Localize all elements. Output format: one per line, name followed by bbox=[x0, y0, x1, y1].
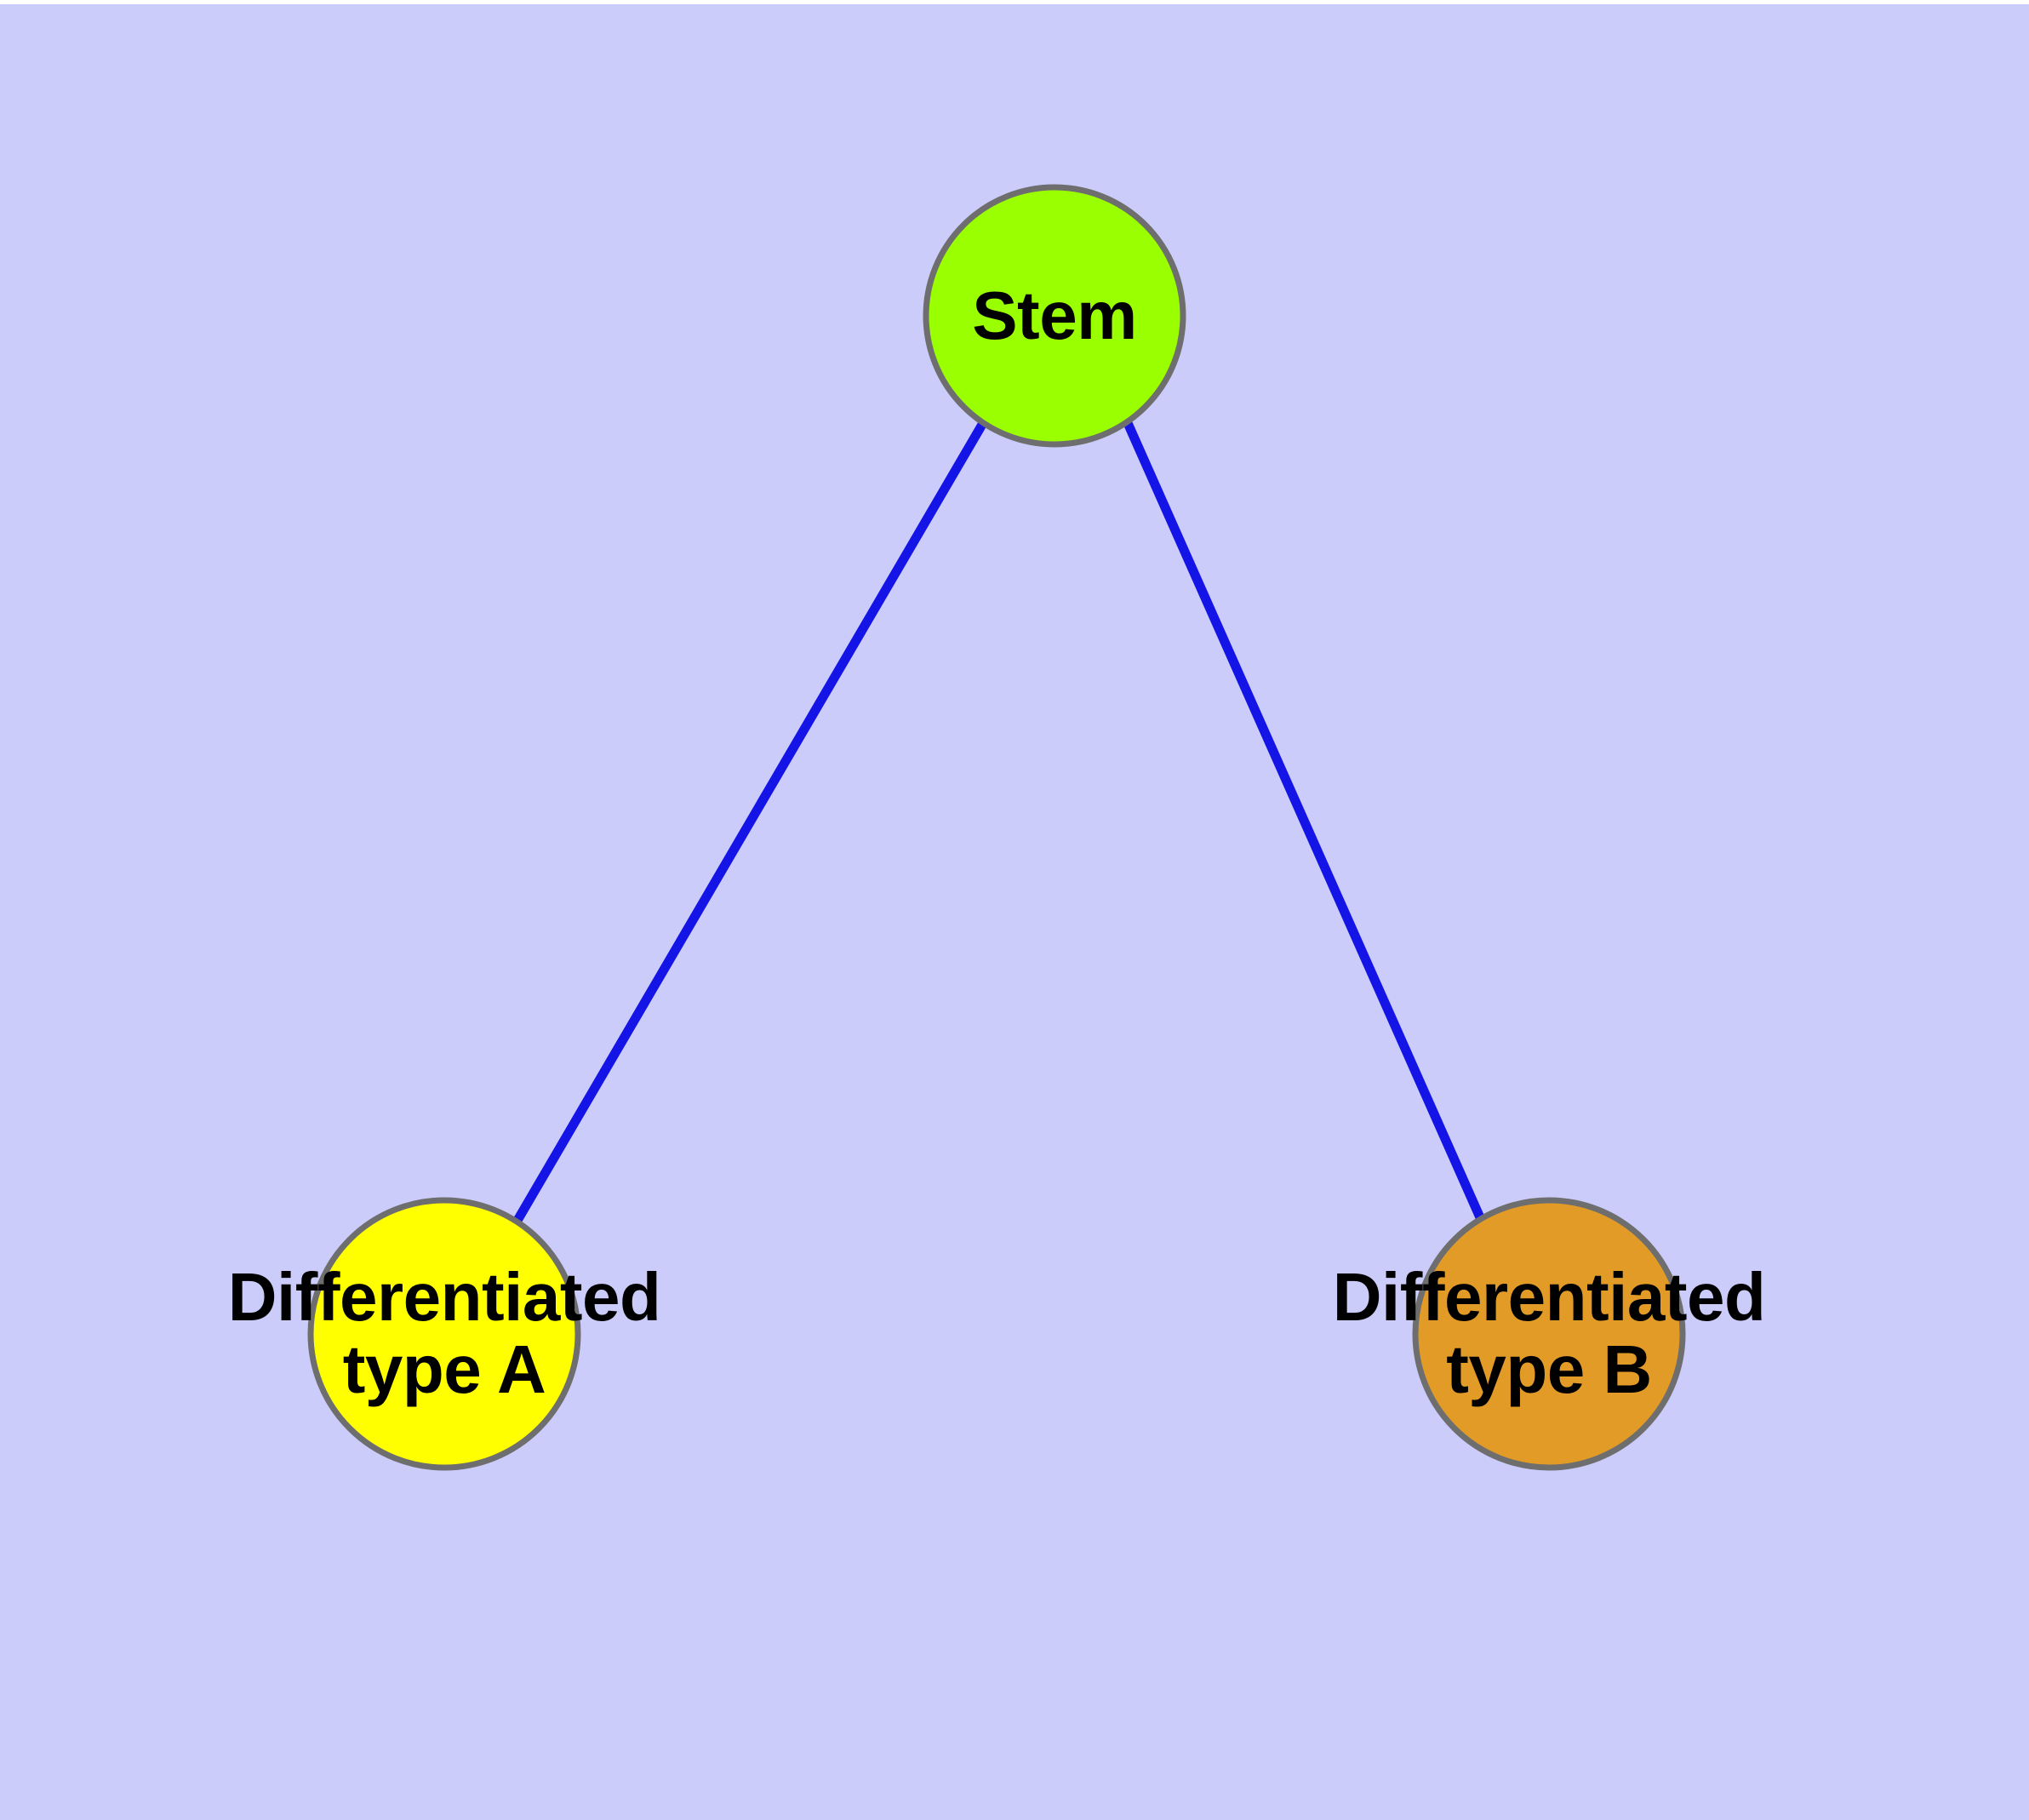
edge-stem-to-differentiated-type-a bbox=[512, 421, 987, 1226]
edge-stem-to-differentiated-type-b bbox=[1123, 421, 1488, 1226]
node-differentiated-type-b[interactable] bbox=[1412, 1197, 1686, 1471]
node-differentiated-type-a[interactable] bbox=[307, 1197, 581, 1471]
edge-layer bbox=[512, 421, 1488, 1226]
node-stem[interactable] bbox=[923, 184, 1186, 448]
node-layer bbox=[307, 184, 1686, 1471]
